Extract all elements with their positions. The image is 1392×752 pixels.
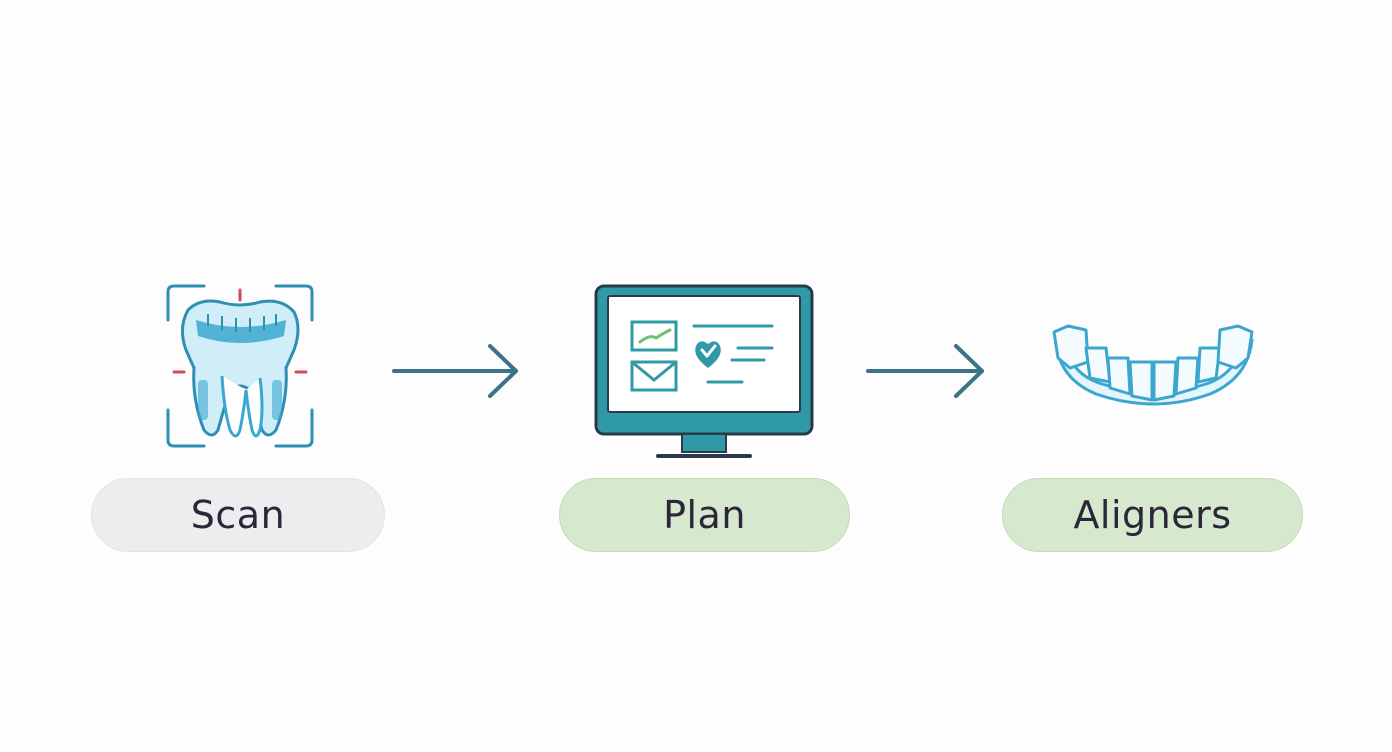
monitor-plan-icon [594, 284, 814, 458]
step-label-aligners: Aligners [1002, 478, 1303, 552]
arrow-right-icon [392, 344, 518, 398]
step-label-scan: Scan [91, 478, 385, 552]
arrow-right-icon [866, 344, 984, 398]
aligner-tray-icon [1052, 324, 1254, 406]
tooth-scan-icon [166, 284, 314, 448]
step-label-plan: Plan [559, 478, 850, 552]
